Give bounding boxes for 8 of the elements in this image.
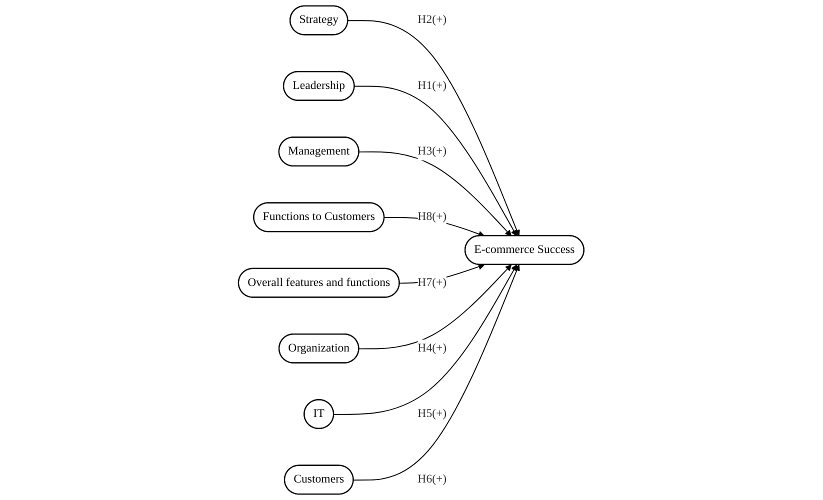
edge-label: H1(+) [418,79,447,92]
edge-label: H5(+) [418,407,447,420]
edge-label: H7(+) [418,276,447,289]
edge-label: H4(+) [418,342,447,354]
edge-label: H2(+) [418,14,447,26]
edge-label: H8(+) [418,210,447,224]
edge-label: H6(+) [418,473,447,486]
edge-label: H3(+) [418,144,447,158]
